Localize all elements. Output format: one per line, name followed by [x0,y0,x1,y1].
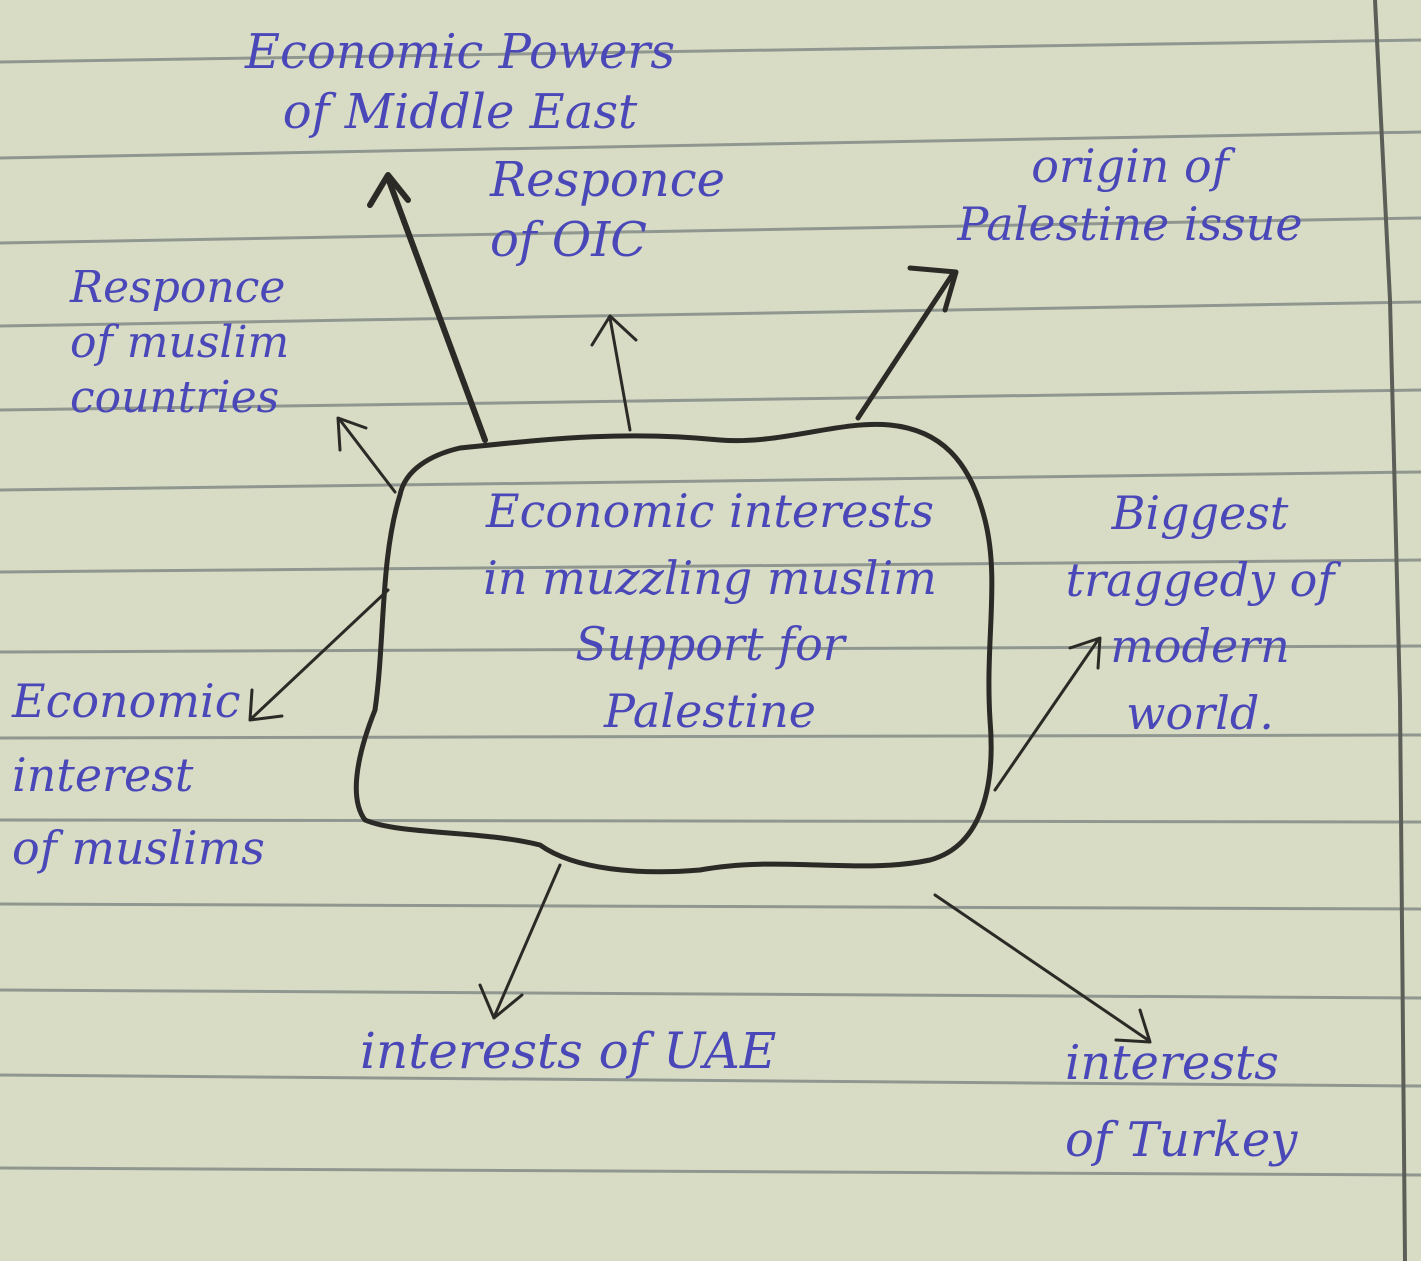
arrow-to-oic [590,314,638,432]
arrow-to-muslim-countries [336,416,397,494]
node-line: Palestine issue [957,196,1303,251]
node-economic-interest-muslims: Economic interest of muslims [12,665,265,886]
node-line: of Middle East [282,84,638,140]
arrow-to-turkey [933,893,1152,1044]
center-line: in muzzling muslim [483,550,937,605]
node-line: of OIC [490,212,647,268]
ruled-lines [0,38,1421,1177]
node-line: world. [1126,686,1274,741]
page-edge [1373,0,1407,1261]
connector-arrows [248,172,1152,1044]
node-line: interests of UAE [360,1022,777,1080]
node-response-oic: Responce of OIC [490,150,725,270]
node-line: of muslim [70,317,290,368]
node-line: interest [12,747,194,802]
node-line: of muslims [12,821,265,876]
center-line: Support for [575,617,845,672]
center-cloud [353,421,995,875]
center-topic: Economic interests in muzzling muslim Su… [430,478,990,745]
node-line: Economic Powers [245,24,675,80]
node-line: modern [1110,619,1290,674]
node-biggest-tragedy: Biggest traggedy of modern world. [1060,480,1340,747]
node-line: countries [70,372,280,423]
arrow-to-economic-powers [367,172,488,443]
node-line: interests [1065,1035,1279,1091]
node-line: of Turkey [1065,1111,1298,1168]
node-line: Biggest [1111,486,1289,540]
arrow-to-uae [478,863,562,1020]
node-line: Responce [70,262,286,313]
node-line: Economic [12,674,241,728]
node-line: origin of [1031,139,1229,193]
node-interests-uae: interests of UAE [360,1020,776,1083]
node-interests-turkey: interests of Turkey [1065,1025,1297,1179]
node-line: traggedy of [1065,552,1335,607]
node-economic-powers: Economic Powers of Middle East [200,22,720,142]
center-line: Palestine [604,684,816,739]
arrow-to-economic-interest [248,588,390,722]
center-line: Economic interests [485,484,935,538]
arrow-to-origin [855,265,959,421]
node-origin-palestine: origin of Palestine issue [930,138,1330,253]
node-response-muslim-countries: Responce of muslim countries [70,260,289,425]
arrow-to-tragedy [993,636,1102,792]
node-line: Responce [490,152,726,208]
